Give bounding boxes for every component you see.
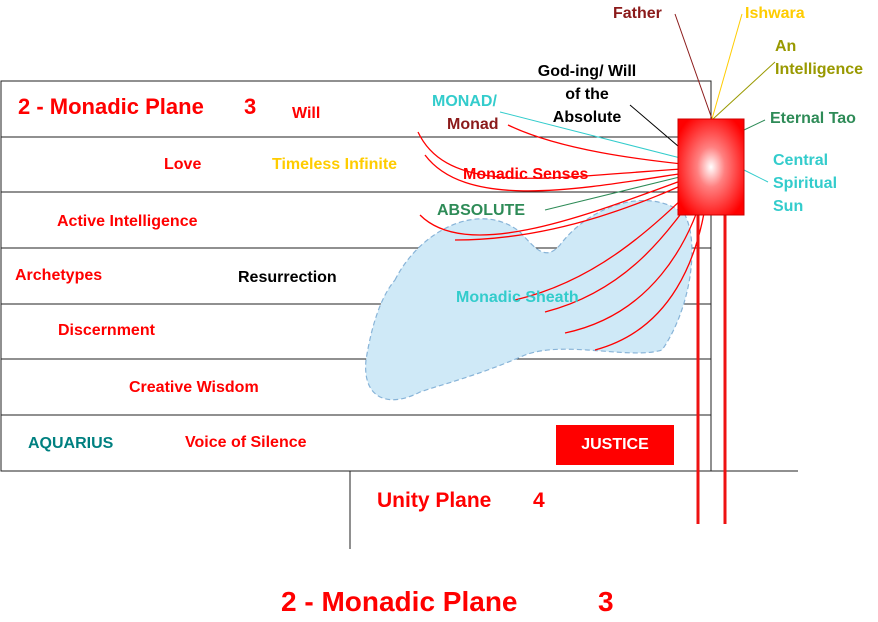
label-archetypes: Archetypes [15, 267, 103, 284]
label-active-intelligence: Active Intelligence [57, 213, 198, 230]
source-star-box [677, 118, 745, 216]
label-ishwara: Ishwara [745, 5, 805, 22]
footer-number: 3 [598, 586, 614, 617]
label-love: Love [164, 156, 202, 173]
monadic-sheath-cloud [365, 200, 693, 401]
label-an-intelligence: An Intelligence [775, 38, 864, 78]
connector-monad [499, 111, 701, 164]
justice-box: JUSTICE [556, 425, 674, 465]
connector-ishwara [711, 13, 743, 120]
label-monad-2: Monad [447, 116, 499, 133]
monadic-fibers [417, 124, 709, 351]
unity-plane-label: Unity Plane [377, 489, 492, 512]
label-monad: MONAD/ [432, 93, 497, 110]
label-connectors [499, 13, 776, 211]
label-central-sun: Central Spiritual Sun [773, 152, 838, 215]
unity-plane-number: 4 [533, 489, 545, 512]
connector-absolute [544, 171, 701, 211]
label-will: Will [292, 105, 321, 122]
connector-an-intelligence [712, 61, 776, 120]
footer-title: 2 - Monadic Plane [281, 586, 518, 617]
fiber [419, 171, 706, 236]
label-creative-wisdom: Creative Wisdom [129, 379, 259, 396]
plane-header: 2 - Monadic Plane [18, 94, 204, 119]
label-monadic-senses: Monadic Senses [463, 166, 589, 183]
label-father: Father [613, 5, 662, 22]
label-god-ing: God-ing/ Will of the Absolute [537, 63, 637, 126]
connector-father [674, 13, 713, 120]
label-timeless-infinite: Timeless Infinite [272, 156, 398, 173]
label-aquarius: AQUARIUS [28, 435, 114, 452]
plane-header-number: 3 [244, 94, 257, 119]
connector-eternal-tao [743, 119, 766, 131]
fiber [424, 154, 706, 192]
label-eternal-tao: Eternal Tao [770, 110, 856, 127]
label-voice-of-silence: Voice of Silence [185, 434, 307, 451]
fiber [417, 131, 701, 179]
label-resurrection: Resurrection [238, 269, 337, 286]
fiber [507, 124, 703, 167]
label-discernment: Discernment [58, 322, 155, 339]
connector-central-sun [743, 169, 769, 183]
label-absolute: ABSOLUTE [437, 202, 525, 219]
label-monadic-sheath: Monadic Sheath [456, 289, 579, 306]
